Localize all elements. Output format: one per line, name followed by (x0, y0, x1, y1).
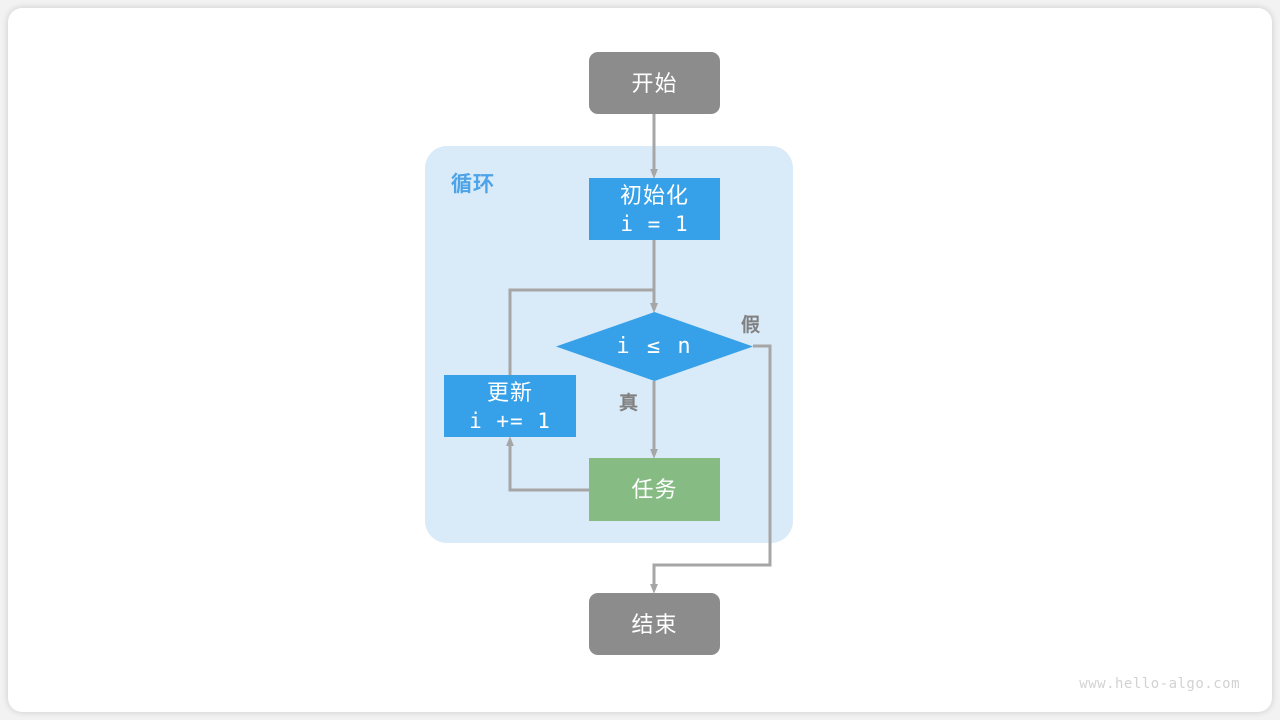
node-init[interactable]: 初始化 i = 1 (589, 178, 720, 240)
node-decision[interactable]: i ≤ n (556, 312, 753, 381)
node-start[interactable]: 开始 (589, 52, 720, 114)
loop-container-label: 循环 (451, 173, 495, 196)
edge-label-true: 真 (619, 393, 639, 414)
node-init-expression: i = 1 (620, 211, 689, 236)
node-decision-label: i ≤ n (616, 334, 693, 359)
node-start-label: 开始 (631, 70, 678, 96)
node-task[interactable]: 任务 (589, 458, 720, 521)
node-update-label: 更新 (486, 379, 533, 405)
node-update-expression: i += 1 (469, 408, 551, 433)
node-end-label: 结束 (631, 611, 678, 637)
edge-label-false: 假 (741, 315, 761, 336)
node-init-label: 初始化 (619, 182, 689, 208)
watermark: www.hello-algo.com (1079, 676, 1240, 692)
node-task-label: 任务 (631, 477, 678, 502)
node-update[interactable]: 更新 i += 1 (444, 375, 576, 437)
node-end[interactable]: 结束 (589, 593, 720, 655)
